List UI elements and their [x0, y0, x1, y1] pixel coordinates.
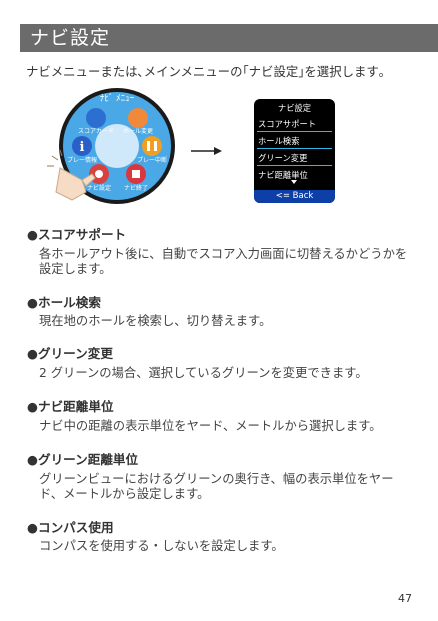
section-green-change: ●グリーン変更 2 グリーンの場合、選択しているグリーンを変更できます。	[27, 343, 368, 380]
section-body: コンパスを使用する・しないを設定します。	[39, 539, 284, 553]
menu-item-score-support: スコアサポート	[258, 119, 317, 129]
navi-settings-menu-screen: ナビ設定 スコアサポート ホール検索 グリーン変更 ナビ距離単位 <= Back	[254, 99, 335, 203]
watch-label-navi-settings: ナビ設定	[87, 184, 111, 192]
menu-item-green-change: グリーン変更	[258, 153, 308, 163]
pause-icon	[142, 136, 162, 156]
watch-label-navi-end: ナビ終了	[124, 184, 148, 192]
watch-label-scorecard: スコアカード	[78, 128, 114, 135]
watch-label-hole-change: ホール変更	[123, 127, 153, 135]
section-green-distance-unit: ●グリーン距離単位 グリーンビューにおけるグリーンの奥行き、幅の表示単位をヤード…	[27, 449, 394, 501]
section-compass: ●コンパス使用 コンパスを使用する・しないを設定します。	[27, 517, 284, 553]
section-title: ●コンパス使用	[27, 520, 114, 535]
page-title: ナビ設定	[20, 24, 438, 52]
watch-label-play-pause: プレー中断	[137, 156, 167, 164]
menu-item-hole-search: ホール検索	[258, 136, 300, 146]
page-number: 47	[398, 592, 412, 605]
menu-item-distance-unit: ナビ距離単位	[258, 170, 308, 180]
section-title: ●グリーン変更	[27, 346, 113, 361]
section-navi-distance-unit: ●ナビ距離単位 ナビ中の距離の表示単位をヤード、メートルから選択します。	[27, 396, 382, 433]
stop-icon	[126, 164, 146, 184]
scroll-down-icon	[291, 180, 297, 184]
section-title: ●グリーン距離単位	[27, 452, 139, 467]
section-title: ●ナビ距離単位	[27, 399, 114, 414]
arrow-right-icon	[214, 147, 222, 155]
svg-text:i: i	[80, 140, 85, 155]
section-title: ●スコアサポート	[27, 227, 127, 242]
section-hole-search: ●ホール検索 現在地のホールを検索し、切り替えます。	[27, 292, 271, 328]
scorecard-icon	[86, 108, 106, 128]
hole-change-icon	[128, 108, 148, 128]
gear-icon	[89, 164, 109, 184]
section-body: ナビ中の距離の表示単位をヤード、メートルから選択します。	[39, 419, 382, 433]
section-body: 2 グリーンの場合、選択しているグリーンを変更できます。	[39, 366, 368, 380]
section-body: 現在地のホールを検索し、切り替えます。	[39, 314, 272, 328]
watch-label-play-info: プレー情報	[67, 156, 97, 164]
menu-title: ナビ設定	[277, 103, 312, 113]
section-score-support: ●スコアサポート 各ホールアウト後に、自動でスコア入力画面に切替えるかどうかを設…	[27, 224, 407, 276]
section-title: ●ホール検索	[27, 295, 101, 310]
info-icon	[72, 136, 92, 156]
section-body: 各ホールアウト後に、自動でスコア入力画面に切替えるかどうかを設定します。	[39, 247, 408, 276]
intro-text: ナビメニューまたは､メインメニューの｢ナビ設定｣を選択します｡	[26, 64, 385, 79]
section-body: グリーンビューにおけるグリーンの奥行き、幅の表示単位をヤード、メートルから設定し…	[39, 472, 394, 501]
watch-title: ﾅﾋﾞ ﾒﾆｭｰ	[100, 93, 135, 104]
hand-pointer-icon	[47, 149, 96, 201]
back-button: <= Back	[254, 190, 335, 203]
